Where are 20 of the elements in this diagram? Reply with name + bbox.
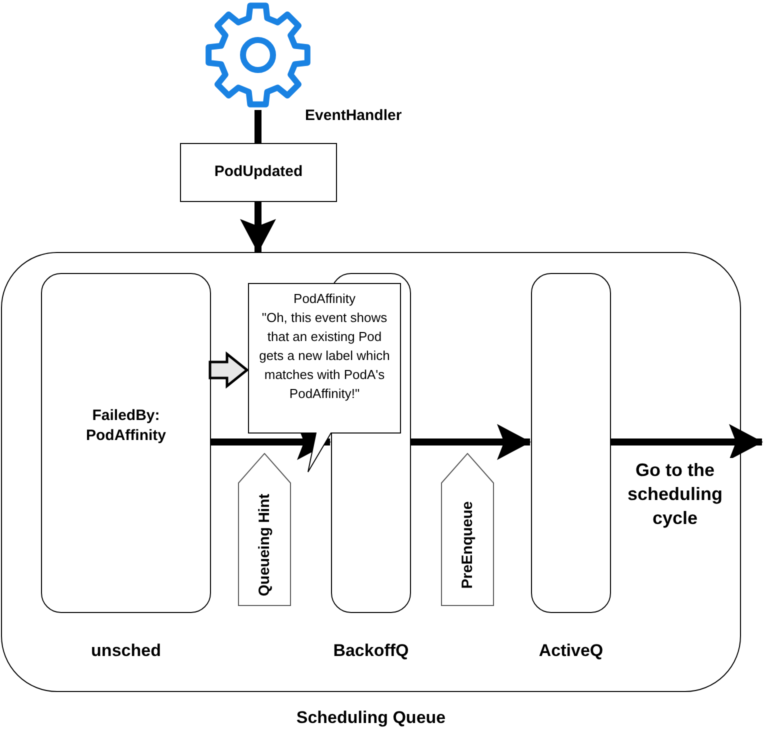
box-label: PodUpdated <box>214 162 303 182</box>
queue-label: unsched <box>90 640 162 662</box>
handler-label: EventHandler <box>305 106 402 126</box>
container-label: Scheduling Queue <box>295 707 447 729</box>
queue-label: ActiveQ <box>538 640 604 662</box>
status-label: FailedBy: PodAffinity <box>85 406 167 446</box>
speech-bubble <box>248 283 401 473</box>
callout-text: "Oh, this event shows that an existing Pod gets a new label which matches with PodA's PodAffinity!" <box>258 309 391 403</box>
gear-icon <box>203 0 313 110</box>
tag-label: PreEnqueue <box>457 500 476 588</box>
arrow <box>240 202 276 253</box>
tag-label: Queueing Hint <box>254 493 274 596</box>
event-box <box>180 143 337 202</box>
block-arrow <box>208 351 249 389</box>
queue-label: BackoffQ <box>332 640 410 662</box>
tag-pentagon <box>441 453 494 606</box>
arrow <box>410 424 531 460</box>
callout-text: PodAffinity <box>294 290 356 308</box>
tag-pentagon <box>238 453 291 606</box>
arrow <box>610 424 763 460</box>
